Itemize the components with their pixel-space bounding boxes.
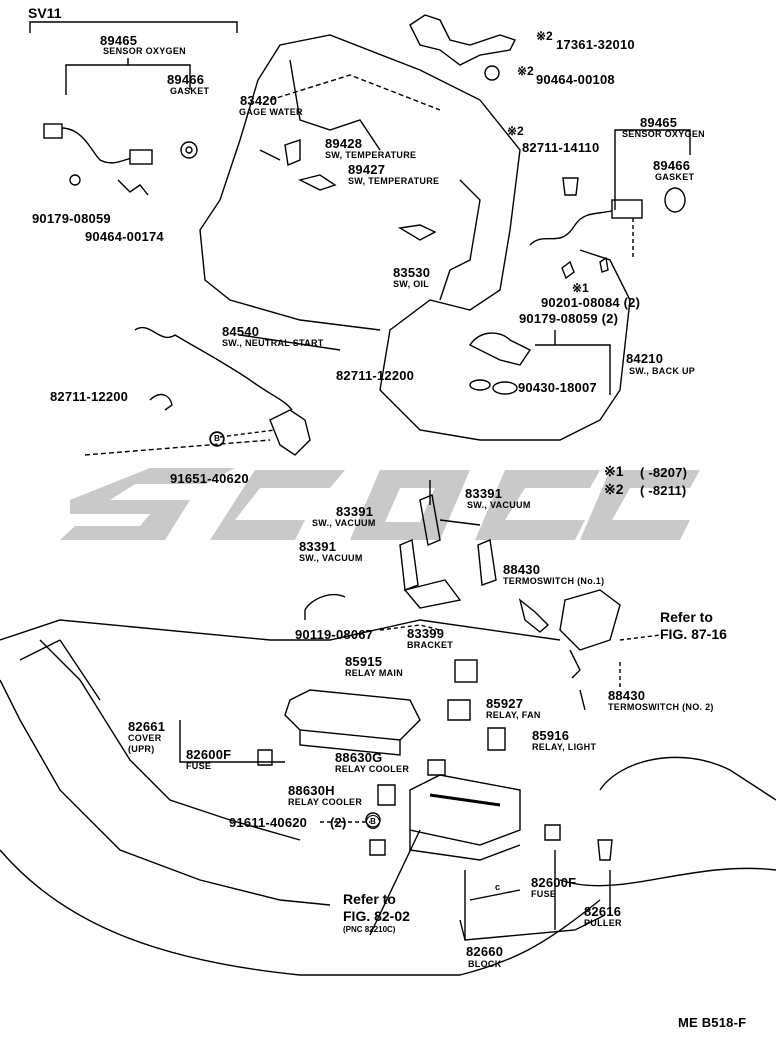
part-number-82660[interactable]: 82660 — [466, 944, 504, 959]
part-number-85927[interactable]: 85927 — [486, 696, 524, 711]
part-number-88630h[interactable]: 88630H — [288, 783, 335, 798]
reference-line1: Refer to — [343, 891, 396, 907]
part-number-83399[interactable]: 83399 — [407, 626, 445, 641]
part-desc: FUSE — [186, 761, 212, 771]
linework — [0, 14, 776, 976]
part-desc: SW, TEMPERATURE — [325, 150, 417, 160]
part-number-82711-12200[interactable]: 82711-12200 — [50, 389, 129, 404]
model-label: SV11 — [28, 5, 62, 21]
part-number-88430[interactable]: 88430 — [503, 562, 541, 577]
mark-2: ※2 — [536, 29, 553, 43]
part-desc: TERMOSWITCH (No.1) — [503, 576, 605, 586]
part-number-88630g[interactable]: 88630G — [335, 750, 383, 765]
part-desc: RELAY COOLER — [288, 797, 363, 807]
part-desc: TERMOSWITCH (NO. 2) — [608, 702, 714, 712]
part-number-89428[interactable]: 89428 — [325, 136, 363, 151]
legend-range-1: ( -8207) — [640, 465, 688, 480]
watermark-logo — [60, 468, 700, 540]
diagram-code: ME B518-F — [678, 1015, 747, 1030]
part-desc: SW., BACK UP — [629, 366, 696, 376]
part-number-85916[interactable]: 85916 — [532, 728, 570, 743]
part-number-83391[interactable]: 83391 — [336, 504, 374, 519]
legend-mark-2: ※2 — [604, 481, 624, 497]
part-desc: COVER — [128, 733, 162, 743]
part-desc: SW., NEUTRAL START — [222, 338, 324, 348]
mark-2: ※2 — [507, 124, 524, 138]
part-number-90464-00174[interactable]: 90464-00174 — [85, 229, 164, 244]
part-number-82600f[interactable]: 82600F — [531, 875, 577, 890]
part-desc: SW., VACUUM — [299, 553, 363, 563]
mark-b: B — [366, 815, 380, 829]
part-number-90179-08059[interactable]: 90179-08059 (2) — [519, 311, 619, 326]
part-desc: RELAY MAIN — [345, 668, 404, 678]
part-desc: RELAY COOLER — [335, 764, 410, 774]
part-number-84540[interactable]: 84540 — [222, 324, 260, 339]
part-number-83420[interactable]: 83420 — [240, 93, 278, 108]
part-desc: SW., VACUUM — [312, 518, 376, 528]
part-desc: BLOCK — [468, 959, 502, 969]
reference-fig-82-02[interactable]: FIG. 82-02 — [343, 908, 410, 924]
part-desc: SENSOR OXYGEN — [622, 129, 705, 139]
part-number-82616[interactable]: 82616 — [584, 904, 622, 919]
part-number-89465[interactable]: 89465 — [100, 33, 138, 48]
part-number-17361-32010[interactable]: 17361-32010 — [556, 37, 635, 52]
part-number-89466[interactable]: 89466 — [653, 158, 691, 173]
part-number-90430-18007[interactable]: 90430-18007 — [518, 380, 597, 395]
part-number-82661[interactable]: 82661 — [128, 719, 166, 734]
part-desc: GASKET — [170, 86, 210, 96]
part-number-82711-12200[interactable]: 82711-12200 — [336, 368, 415, 383]
part-number-84210[interactable]: 84210 — [626, 351, 664, 366]
part-number-88430[interactable]: 88430 — [608, 688, 646, 703]
part-number-82600f[interactable]: 82600F — [186, 747, 232, 762]
part-number-83391[interactable]: 83391 — [465, 486, 503, 501]
legend-range-2: ( -8211) — [640, 483, 687, 498]
part-number-90179-08059[interactable]: 90179-08059 — [32, 211, 111, 226]
part-number-85915[interactable]: 85915 — [345, 654, 383, 669]
part-desc: RELAY, FAN — [486, 710, 541, 720]
part-desc: SW., VACUUM — [467, 500, 531, 510]
mark-2: ※2 — [517, 64, 534, 78]
connector-label: c — [495, 882, 501, 892]
part-number-90201-08084[interactable]: 90201-08084 (2) — [541, 295, 641, 310]
part-number-90119-08067[interactable]: 90119-08067 — [295, 627, 374, 642]
part-desc: FUSE — [531, 889, 557, 899]
part-number-89465[interactable]: 89465 — [640, 115, 678, 130]
part-number-83530[interactable]: 83530 — [393, 265, 431, 280]
part-desc: RELAY, LIGHT — [532, 742, 597, 752]
part-number-89427[interactable]: 89427 — [348, 162, 386, 177]
part-number-91651-40620[interactable]: 91651-40620 — [170, 471, 249, 486]
part-desc: GASKET — [655, 172, 695, 182]
reference-pnc: (PNC 82210C) — [343, 925, 396, 934]
reference-fig-87-16[interactable]: FIG. 87-16 — [660, 626, 727, 642]
part-desc: PULLER — [584, 918, 622, 928]
legend-mark-1: ※1 — [604, 463, 624, 479]
part-qty: (2) — [330, 815, 347, 830]
part-number-83391[interactable]: 83391 — [299, 539, 337, 554]
part-desc: SW, OIL — [393, 279, 430, 289]
part-desc: GAGE WATER — [239, 107, 303, 117]
part-number-90464-00108[interactable]: 90464-00108 — [536, 72, 615, 87]
part-number-89466[interactable]: 89466 — [167, 72, 205, 87]
part-desc: SW, TEMPERATURE — [348, 176, 440, 186]
reference-line1: Refer to — [660, 609, 713, 625]
part-desc: SENSOR OXYGEN — [103, 46, 186, 56]
part-desc: BRACKET — [407, 640, 454, 650]
mark-1: ※1 — [572, 281, 589, 295]
mark-b: B — [210, 432, 224, 446]
part-number-82711-14110[interactable]: 82711-14110 — [522, 140, 600, 155]
part-desc-2: (UPR) — [128, 744, 155, 754]
part-number-91611-40620[interactable]: 91611-40620 — [229, 815, 308, 830]
